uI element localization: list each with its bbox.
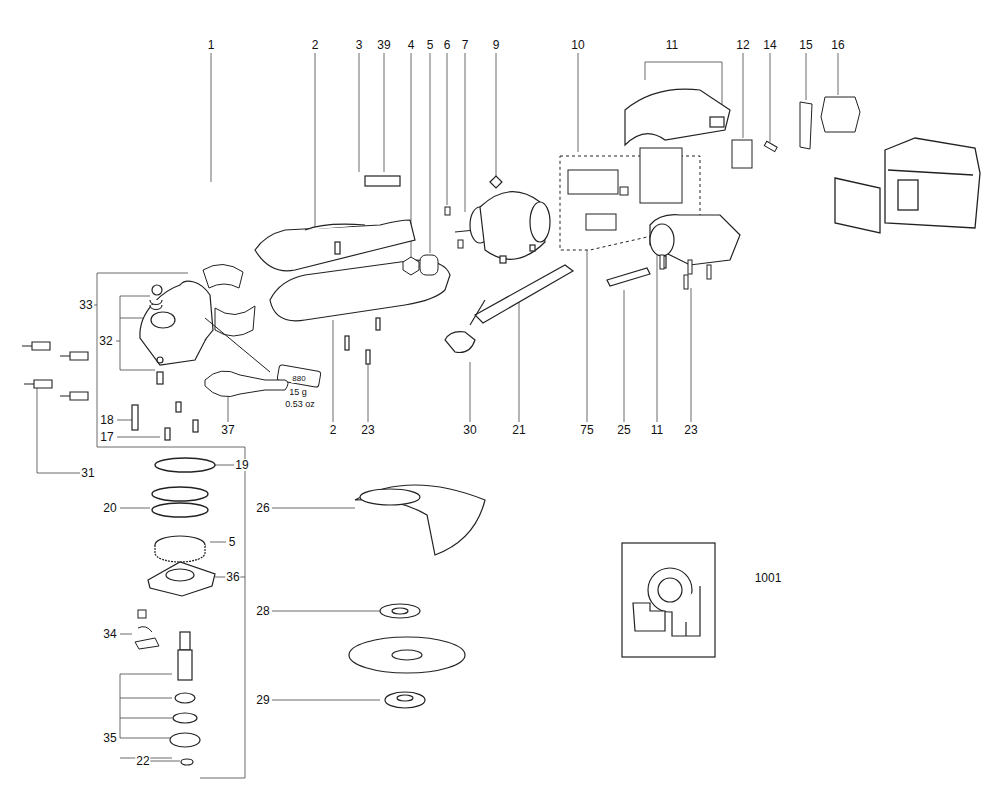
callout-number: 6: [443, 39, 452, 51]
callout-number: 23: [360, 424, 375, 436]
callout-number: 32: [98, 335, 113, 347]
callout-number: 23: [683, 424, 698, 436]
callout-number: 75: [579, 424, 594, 436]
callout-number: 17: [99, 431, 114, 443]
callout-number: 20: [102, 502, 117, 514]
callout-number: 3: [355, 39, 364, 51]
callout-number: 0.53 oz: [284, 400, 316, 409]
callout-number: 4: [407, 39, 416, 51]
callout-number: 31: [80, 467, 95, 479]
callout-number: 30: [462, 424, 477, 436]
callout-number: 21: [511, 424, 526, 436]
callout-number: 7: [461, 39, 470, 51]
callout-number: 33: [78, 299, 93, 311]
callout-number: 36: [225, 571, 240, 583]
callout-number: 9: [492, 39, 501, 51]
callout-number: 2: [311, 39, 320, 51]
callout-number: 12: [735, 39, 750, 51]
callout-number: 11: [650, 424, 664, 436]
callout-number: 15 g: [288, 388, 308, 397]
callout-number: 10: [570, 39, 585, 51]
callout-number: 35: [102, 732, 117, 744]
callout-number: 29: [255, 694, 270, 706]
callout-number: 5: [228, 536, 237, 548]
callout-number: 34: [102, 628, 117, 640]
callout-number: 14: [762, 39, 777, 51]
callout-number: 2: [329, 424, 338, 436]
callout-number: 15: [798, 39, 813, 51]
callout-number: 11: [665, 39, 679, 51]
callout-number: 880: [291, 375, 306, 383]
callout-number: 19: [234, 459, 249, 471]
callout-number: 28: [255, 605, 270, 617]
callout-number: 39: [376, 39, 391, 51]
callout-number: 25: [616, 424, 631, 436]
callout-number: 1: [207, 39, 216, 51]
callout-number: 37: [220, 424, 235, 436]
callout-number: 16: [830, 39, 845, 51]
callout-number: 5: [426, 39, 435, 51]
callout-number: 22: [135, 755, 150, 767]
callout-number: 18: [99, 414, 114, 426]
callout-number: 1001: [754, 572, 783, 584]
callout-number: 26: [255, 502, 270, 514]
